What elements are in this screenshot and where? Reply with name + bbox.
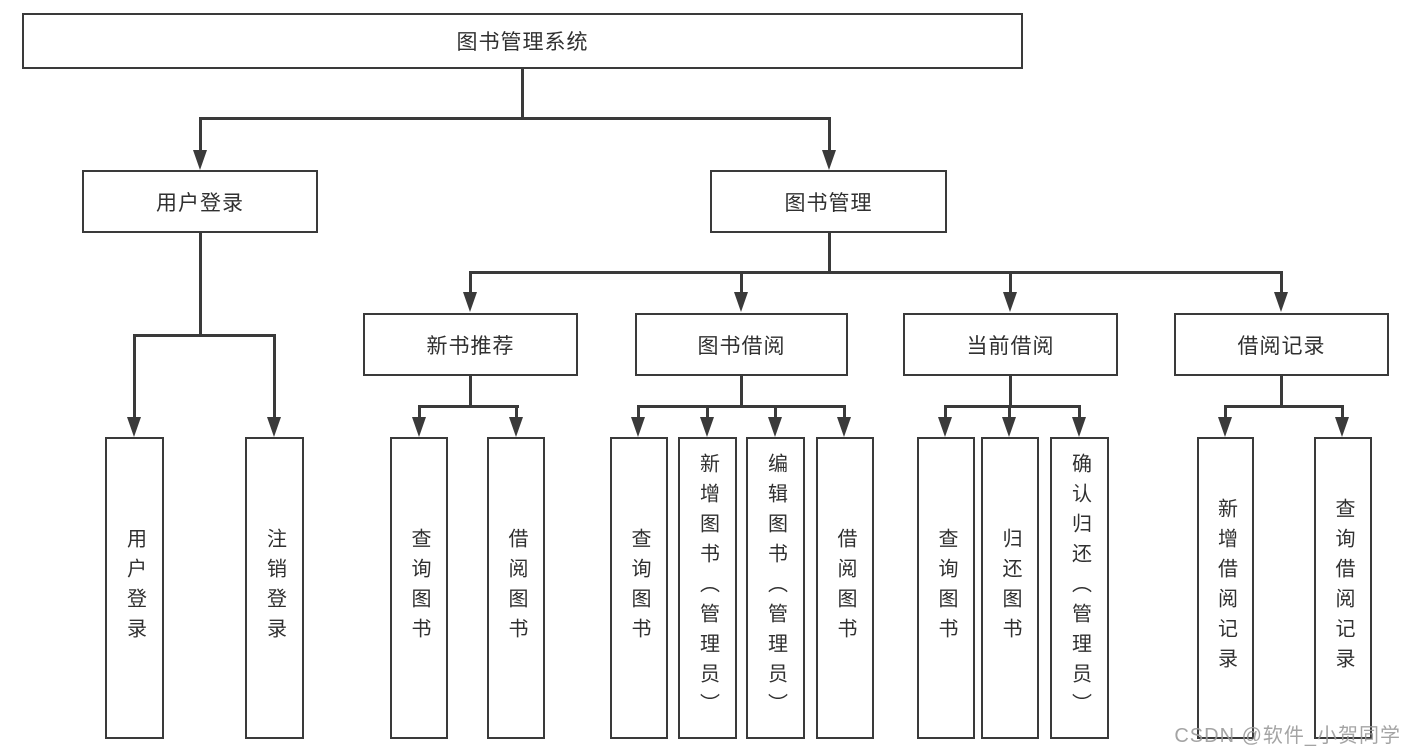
connector-rail-user-login xyxy=(133,334,276,337)
connector-rail-borrow-records xyxy=(1224,405,1343,408)
connector-drop-new-book-recommend xyxy=(469,271,472,292)
leaf-borrow-edit-books-admin: 编辑图书（管理员） xyxy=(746,437,805,739)
connector-drop-bb-query xyxy=(637,405,640,417)
connector-drop-cb-return xyxy=(1008,405,1011,417)
connector-drop-current-borrow xyxy=(1009,271,1012,292)
leaf-borrow-add-books-admin-label: 新增图书（管理员） xyxy=(696,453,719,723)
arrowhead-br-query xyxy=(1335,417,1349,437)
connector-drop-bb-borrow xyxy=(843,405,846,417)
leaf-newrec-borrow-books-label: 借阅图书 xyxy=(505,528,527,648)
connector-rail-level3 xyxy=(469,271,1283,274)
leaf-current-query-books: 查询图书 xyxy=(917,437,975,739)
arrowhead-current-borrow xyxy=(1003,292,1017,312)
arrowhead-user-login xyxy=(193,150,207,170)
connector-drop-newrec-query xyxy=(418,405,421,417)
connector-stem-root xyxy=(521,69,524,118)
node-user-login-label: 用户登录 xyxy=(156,191,244,215)
connector-drop-leaf-logout xyxy=(273,334,276,417)
leaf-borrow-edit-books-admin-label: 编辑图书（管理员） xyxy=(764,453,787,723)
arrowhead-bb-query xyxy=(631,417,645,437)
leaf-current-query-books-label: 查询图书 xyxy=(935,528,957,648)
node-borrow-records: 借阅记录 xyxy=(1174,313,1389,376)
leaf-newrec-query-books: 查询图书 xyxy=(390,437,448,739)
connector-drop-bb-edit xyxy=(774,405,777,417)
leaf-borrow-query-books-label: 查询图书 xyxy=(628,528,650,648)
leaf-current-confirm-return-admin: 确认归还（管理员） xyxy=(1050,437,1109,739)
connector-rail-current-borrow xyxy=(944,405,1081,408)
leaf-borrow-add-books-admin: 新增图书（管理员） xyxy=(678,437,737,739)
node-borrow-records-label: 借阅记录 xyxy=(1237,334,1326,358)
node-current-borrow-label: 当前借阅 xyxy=(966,334,1055,358)
arrowhead-book-borrow xyxy=(734,292,748,312)
arrowhead-cb-return xyxy=(1002,417,1016,437)
connector-rail-book-borrow xyxy=(637,405,846,408)
connector-drop-cb-confirm xyxy=(1078,405,1081,417)
connector-drop-leaf-user-login xyxy=(133,334,136,417)
arrowhead-bb-borrow xyxy=(837,417,851,437)
connector-drop-newrec-borrow xyxy=(515,405,518,417)
arrowhead-cb-query xyxy=(938,417,952,437)
leaf-borrow-query-books: 查询图书 xyxy=(610,437,668,739)
arrowhead-new-book-recommend xyxy=(463,292,477,312)
node-new-book-recommend-label: 新书推荐 xyxy=(426,334,515,358)
connector-stem-new-book-recommend xyxy=(469,376,472,407)
connector-rail-new-book-recommend xyxy=(418,405,519,408)
connector-stem-book-management xyxy=(828,233,831,273)
arrowhead-cb-confirm xyxy=(1072,417,1086,437)
arrowhead-leaf-user-login xyxy=(127,417,141,437)
leaf-current-return-books: 归还图书 xyxy=(981,437,1039,739)
leaf-newrec-query-books-label: 查询图书 xyxy=(408,528,430,648)
leaf-logout: 注销登录 xyxy=(245,437,304,739)
connector-drop-cb-query xyxy=(944,405,947,417)
leaf-borrow-borrow-books: 借阅图书 xyxy=(816,437,874,739)
connector-stem-borrow-records-group xyxy=(1280,376,1283,407)
connector-drop-br-add xyxy=(1224,405,1227,417)
arrowhead-bb-edit xyxy=(768,417,782,437)
arrowhead-newrec-borrow xyxy=(509,417,523,437)
arrowhead-book-management xyxy=(822,150,836,170)
arrowhead-leaf-logout xyxy=(267,417,281,437)
leaf-logout-label: 注销登录 xyxy=(263,528,286,648)
node-new-book-recommend: 新书推荐 xyxy=(363,313,578,376)
connector-stem-user-login xyxy=(199,233,202,336)
connector-drop-br-query xyxy=(1341,405,1344,417)
arrowhead-bb-add xyxy=(700,417,714,437)
leaf-records-add-record: 新增借阅记录 xyxy=(1197,437,1254,739)
arrowhead-borrow-records xyxy=(1274,292,1288,312)
node-root-label: 图书管理系统 xyxy=(456,31,589,54)
leaf-current-return-books-label: 归还图书 xyxy=(999,528,1021,648)
connector-drop-book-management xyxy=(828,117,831,150)
node-book-management: 图书管理 xyxy=(710,170,947,233)
leaf-records-add-record-label: 新增借阅记录 xyxy=(1214,498,1237,678)
leaf-user-login: 用户登录 xyxy=(105,437,164,739)
csdn-watermark: CSDN @软件_小贺同学 xyxy=(1174,725,1401,747)
connector-drop-user-login xyxy=(199,117,202,150)
leaf-user-login-label: 用户登录 xyxy=(123,528,146,648)
connector-rail-level2 xyxy=(199,117,831,120)
connector-drop-borrow-records xyxy=(1280,271,1283,292)
leaf-records-query-record-label: 查询借阅记录 xyxy=(1332,498,1354,678)
arrowhead-newrec-query xyxy=(412,417,426,437)
leaf-records-query-record: 查询借阅记录 xyxy=(1314,437,1372,739)
arrowhead-br-add xyxy=(1218,417,1232,437)
node-user-login: 用户登录 xyxy=(82,170,318,233)
leaf-newrec-borrow-books: 借阅图书 xyxy=(487,437,545,739)
connector-stem-current-borrow-group xyxy=(1009,376,1012,407)
node-root: 图书管理系统 xyxy=(22,13,1023,69)
connector-drop-book-borrow xyxy=(740,271,743,292)
connector-drop-bb-add xyxy=(706,405,709,417)
connector-stem-book-borrow-group xyxy=(740,376,743,407)
node-current-borrow: 当前借阅 xyxy=(903,313,1118,376)
node-book-management-label: 图书管理 xyxy=(784,191,873,215)
leaf-borrow-borrow-books-label: 借阅图书 xyxy=(834,528,856,648)
node-book-borrow-label: 图书借阅 xyxy=(697,334,786,358)
node-book-borrow: 图书借阅 xyxy=(635,313,848,376)
leaf-current-confirm-return-admin-label: 确认归还（管理员） xyxy=(1068,453,1091,723)
